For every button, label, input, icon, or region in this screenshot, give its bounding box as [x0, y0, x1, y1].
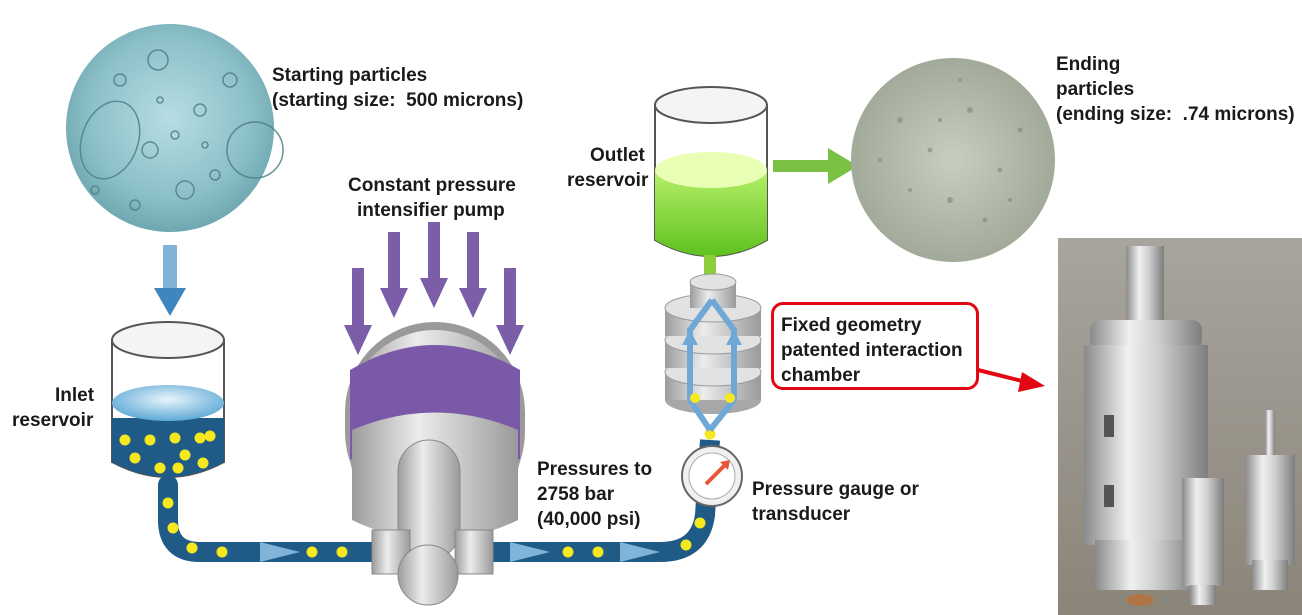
starting-particles-micrograph — [66, 24, 284, 232]
pressure-label-2: 2758 bar — [537, 484, 615, 505]
chamber-label-1: Fixed geometry — [781, 315, 922, 336]
ending-size-label: (ending size: .74 microns) — [1056, 104, 1295, 125]
pump-label-2: intensifier pump — [357, 200, 505, 221]
ending-particles-label-1: Ending — [1056, 54, 1121, 75]
chamber-callout-box — [771, 302, 979, 390]
flow-pipe — [158, 428, 720, 562]
inlet-label-1: Inlet — [55, 385, 95, 406]
pump-pressure-arrows — [344, 222, 524, 355]
chamber-label-3: chamber — [781, 365, 861, 386]
chamber-product-photo — [1058, 238, 1302, 615]
gauge-label-1: Pressure gauge or — [752, 479, 919, 500]
pump-label-1: Constant pressure — [348, 175, 516, 196]
gauge-label-2: transducer — [752, 504, 851, 525]
green-arrow-to-ending — [773, 148, 858, 184]
intensifier-pump — [345, 322, 525, 606]
pressure-gauge — [681, 445, 743, 507]
down-arrow-to-inlet — [154, 245, 186, 316]
outlet-label-2: reservoir — [567, 170, 649, 191]
inlet-reservoir — [111, 321, 225, 478]
pressure-label-3: (40,000 psi) — [537, 509, 641, 530]
outlet-label-1: Outlet — [590, 145, 645, 166]
callout-arrow — [977, 368, 1045, 392]
starting-particles-label: Starting particles — [272, 65, 428, 86]
chamber-label-2: patented interaction — [781, 340, 963, 361]
outlet-reservoir — [654, 86, 768, 285]
ending-particles-micrograph — [851, 58, 1055, 262]
interaction-chamber — [664, 273, 762, 432]
starting-size-label: (starting size: 500 microns) — [272, 90, 524, 111]
ending-particles-label-2: particles — [1056, 79, 1135, 100]
inlet-label-2: reservoir — [12, 410, 94, 431]
pressure-label-1: Pressures to — [537, 459, 653, 480]
